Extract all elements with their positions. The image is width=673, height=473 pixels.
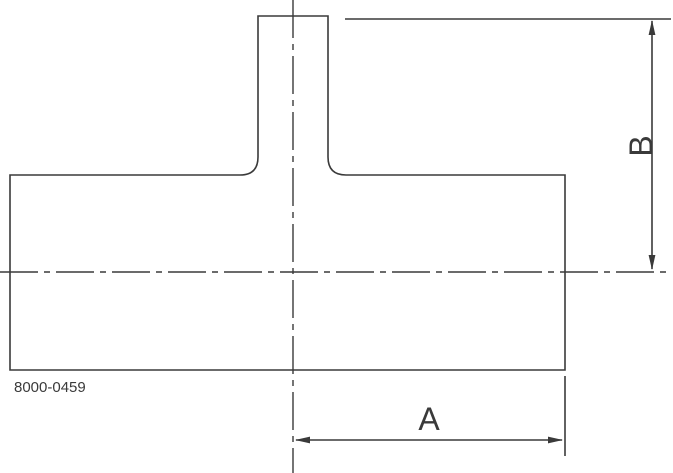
dim-a-label: A (418, 401, 440, 437)
dim-b-arrow-down-icon (648, 255, 656, 270)
dim-b-label: B (623, 135, 659, 156)
dim-b-arrow-up-icon (648, 20, 656, 35)
dim-a-arrow-right-icon (548, 436, 563, 444)
tee-outline (9, 15, 566, 371)
part-number: 8000-0459 (14, 379, 86, 396)
dim-a-arrow-left-icon (295, 436, 310, 444)
